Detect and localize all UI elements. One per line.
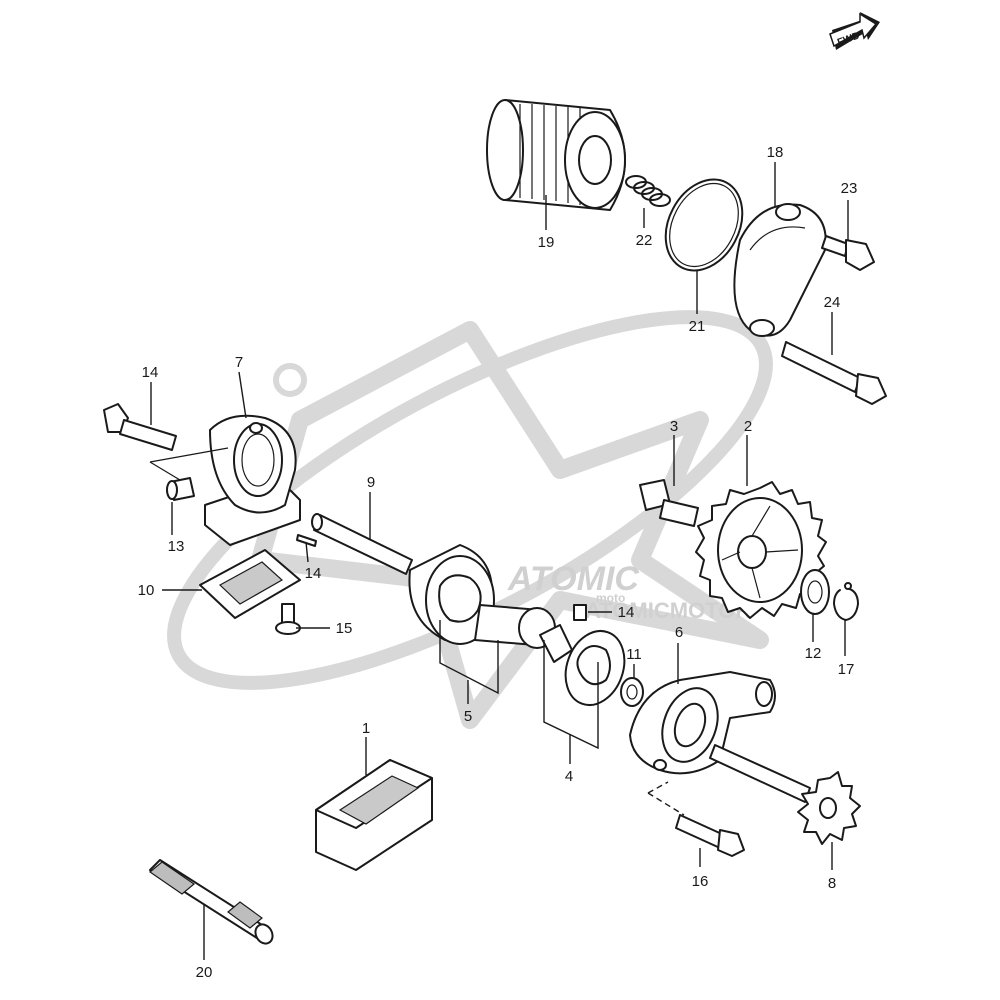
- callout-9: 9: [367, 474, 375, 491]
- dowel-guide-line: [149, 447, 229, 481]
- callout-14-right: 14: [618, 604, 635, 621]
- driven-gear-part: [695, 481, 827, 619]
- callout-7: 7: [235, 354, 243, 371]
- strainer-gasket-part: [199, 549, 301, 619]
- flange-bolt-part: [103, 403, 177, 451]
- watermark-logo: ATOMIC moto ATOMICMOTOR: [167, 310, 773, 729]
- fwd-direction-badge: FWD: [829, 12, 880, 50]
- callout-15: 14: [142, 364, 159, 381]
- pump-case-part: [204, 414, 301, 546]
- pin-part-b: [573, 604, 587, 621]
- screw-part: [275, 603, 301, 635]
- pump-cover-part: [629, 671, 776, 775]
- pump-shaft-part: [311, 513, 413, 575]
- callout-8: 8: [828, 875, 836, 892]
- callout-24: 23: [841, 180, 858, 197]
- filter-cap-part: [733, 203, 827, 337]
- callout-5: 5: [464, 708, 472, 725]
- callout-10: 10: [138, 582, 155, 599]
- callout-3: 3: [670, 418, 678, 435]
- callout-17: 16: [692, 873, 709, 890]
- callout-16: 15: [336, 620, 353, 637]
- callout-22: 21: [689, 318, 706, 335]
- second-rotor-part: [539, 624, 626, 706]
- callout-18: 17: [838, 661, 855, 678]
- callout-13: 13: [168, 538, 185, 555]
- oil-filter-part: [486, 99, 626, 211]
- callout-23: 22: [636, 232, 653, 249]
- callout-11: 11: [626, 646, 642, 663]
- dowel-pin-part: [166, 477, 195, 501]
- callout-14-left: 14: [305, 565, 322, 582]
- pump-gear-shaft-part: [709, 744, 861, 845]
- sleeve-pipe-part: [149, 859, 274, 945]
- circlip-part: [833, 582, 859, 621]
- callout-25: 24: [824, 294, 841, 311]
- callout-19: 18: [767, 144, 784, 161]
- callout-1: 1: [362, 720, 370, 737]
- watermark-brand: ATOMIC: [507, 560, 639, 598]
- callout-4: 4: [565, 768, 573, 785]
- washer-part: [620, 677, 644, 707]
- callout-labels: 19 22 21 18 23 24 14 7 13 9 14 10 15 14 …: [138, 144, 858, 981]
- callout-6: 6: [675, 624, 683, 641]
- spring-part: [625, 175, 671, 207]
- gear-washer-part: [800, 569, 830, 615]
- callout-2: 2: [744, 418, 752, 435]
- watermark-sub: moto: [596, 591, 625, 605]
- o-ring-part: [664, 178, 744, 272]
- callout-12: 12: [805, 645, 822, 662]
- stud-part: [639, 479, 699, 527]
- callout-21: 20: [196, 964, 213, 981]
- short-bolt-part: [821, 235, 875, 271]
- callout-20: 19: [538, 234, 555, 251]
- long-bolt-part: [781, 341, 887, 405]
- oil-strainer-part: [315, 759, 433, 871]
- leader-lines: [150, 162, 849, 960]
- cover-bolt-part: [675, 814, 745, 857]
- pin-part-a: [296, 534, 317, 547]
